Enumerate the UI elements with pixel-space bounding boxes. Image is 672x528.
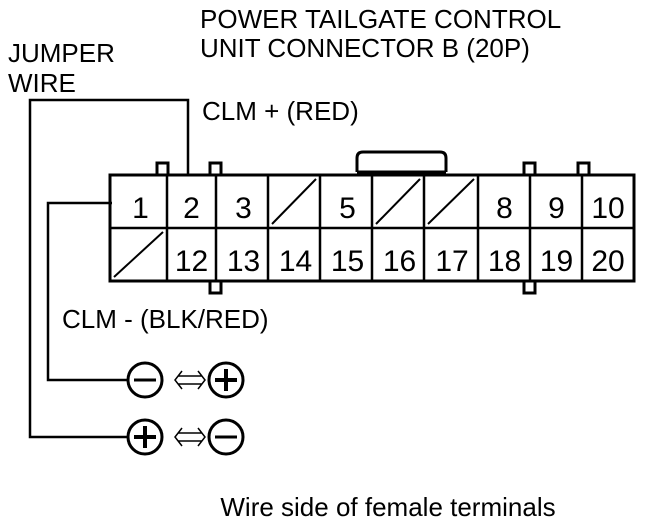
pin-1: 1 <box>132 192 149 225</box>
minus-circle-icon <box>126 361 164 399</box>
pin-12: 12 <box>175 245 208 278</box>
pin-16: 16 <box>383 245 416 278</box>
pin-8: 8 <box>496 192 513 225</box>
minus-circle-icon <box>207 418 245 456</box>
connector-top-row: 1 2 3 5 8 9 10 <box>132 192 625 225</box>
pin-tab <box>522 279 537 295</box>
clm-minus-label: CLM - (BLK/RED) <box>62 304 269 334</box>
connector-lock-tab <box>355 150 448 172</box>
pin-10: 10 <box>591 192 624 225</box>
blank-cell-slashes <box>113 178 475 278</box>
clm-minus-wire <box>46 201 128 382</box>
blank-cell-slash <box>375 178 421 225</box>
double-arrow-icon <box>174 427 206 447</box>
pin-tab <box>208 161 223 177</box>
pin-tab <box>208 279 223 295</box>
pin-tab <box>576 161 591 177</box>
jumper-label-line-1: JUMPER <box>8 38 115 68</box>
pin-9: 9 <box>548 192 565 225</box>
pin-15: 15 <box>331 245 364 278</box>
title-line-1: POWER TAILGATE CONTROL <box>200 4 561 34</box>
connector-column-dividers <box>165 175 584 281</box>
pin-18: 18 <box>488 245 521 278</box>
title-line-2: UNIT CONNECTOR B (20P) <box>200 33 530 63</box>
polarity-row-upper <box>126 361 245 399</box>
blank-cell-slash <box>113 231 164 278</box>
clm-plus-label: CLM + (RED) <box>202 96 359 126</box>
pin-tab <box>155 161 170 177</box>
blank-cell-slash <box>271 178 317 225</box>
pin-14: 14 <box>279 245 312 278</box>
pin-5: 5 <box>339 192 356 225</box>
jumper-wire <box>28 98 190 439</box>
pin-2: 2 <box>183 192 200 225</box>
pin-19: 19 <box>540 245 573 278</box>
pin-tab <box>522 161 537 177</box>
jumper-label-line-2: WIRE <box>8 68 76 98</box>
plus-circle-icon <box>126 418 164 456</box>
polarity-row-lower <box>126 418 245 456</box>
connector-bottom-row: 12 13 14 15 16 17 18 19 20 <box>175 245 625 278</box>
plus-circle-icon <box>207 361 245 399</box>
pin-3: 3 <box>235 192 252 225</box>
pin-20: 20 <box>591 245 624 278</box>
diagram-caption: Wire side of female terminals <box>220 492 555 522</box>
pin-17: 17 <box>435 245 468 278</box>
blank-cell-slash <box>427 178 475 225</box>
double-arrow-icon <box>174 370 206 390</box>
pin-13: 13 <box>227 245 260 278</box>
